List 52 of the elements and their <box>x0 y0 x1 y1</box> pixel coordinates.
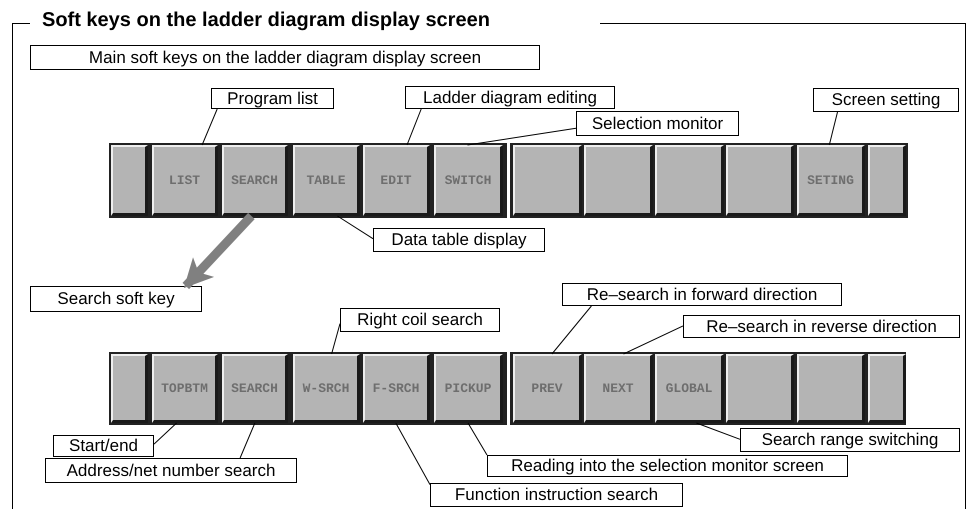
soft-key <box>868 145 906 216</box>
soft-key: LIST <box>152 145 218 216</box>
callout-label: Reading into the selection monitor screen <box>487 455 848 477</box>
callout-label: Function instruction search <box>430 483 683 507</box>
callout-label: Ladder diagram editing <box>405 86 615 109</box>
leader-line <box>468 422 488 456</box>
callout-label: Address/net number search <box>45 458 297 483</box>
soft-key <box>111 354 148 423</box>
soft-key <box>868 354 906 423</box>
callout-label: Search soft key <box>30 286 202 312</box>
leader-line <box>395 422 430 486</box>
callout-label: Main soft keys on the ladder diagram display screen <box>30 45 540 70</box>
soft-key <box>797 354 865 423</box>
callout-label: Selection monitor <box>576 111 739 136</box>
soft-key: W-SRCH <box>293 354 360 423</box>
soft-key <box>111 145 148 216</box>
soft-key: SEARCH <box>222 145 288 216</box>
soft-key: GLOBAL <box>655 354 724 423</box>
callout-label: Re–search in forward direction <box>562 283 842 306</box>
soft-key: PICKUP <box>434 354 503 423</box>
callout-label: Re–search in reverse direction <box>683 315 960 338</box>
soft-key: SETING <box>797 145 865 216</box>
callout-label: Right coil search <box>340 308 500 332</box>
soft-key: TOPBTM <box>152 354 218 423</box>
soft-key: NEXT <box>584 354 653 423</box>
soft-key: PREV <box>513 354 582 423</box>
soft-key <box>584 145 653 216</box>
leader-line <box>202 108 218 146</box>
leader-line <box>154 422 178 445</box>
leader-line <box>331 323 340 354</box>
callout-label: Program list <box>211 88 334 109</box>
soft-key: EDIT <box>363 145 430 216</box>
callout-label: Search range switching <box>740 428 960 452</box>
soft-key: SWITCH <box>434 145 503 216</box>
soft-key: TABLE <box>293 145 360 216</box>
leader-line <box>828 112 838 146</box>
soft-key: SEARCH <box>222 354 288 423</box>
leader-line <box>467 128 576 146</box>
soft-key <box>655 145 724 216</box>
callout-label: Screen setting <box>813 88 959 112</box>
leader-line <box>551 306 592 354</box>
soft-key <box>513 145 582 216</box>
soft-key <box>726 354 794 423</box>
leader-line <box>406 108 422 146</box>
leader-line <box>623 325 684 354</box>
callout-label: Data table display <box>373 228 545 252</box>
leader-line <box>696 422 740 440</box>
soft-key: F-SRCH <box>363 354 430 423</box>
soft-key <box>726 145 794 216</box>
leader-line <box>240 422 256 458</box>
leader-line <box>336 216 374 240</box>
callout-label: Start/end <box>53 435 154 457</box>
